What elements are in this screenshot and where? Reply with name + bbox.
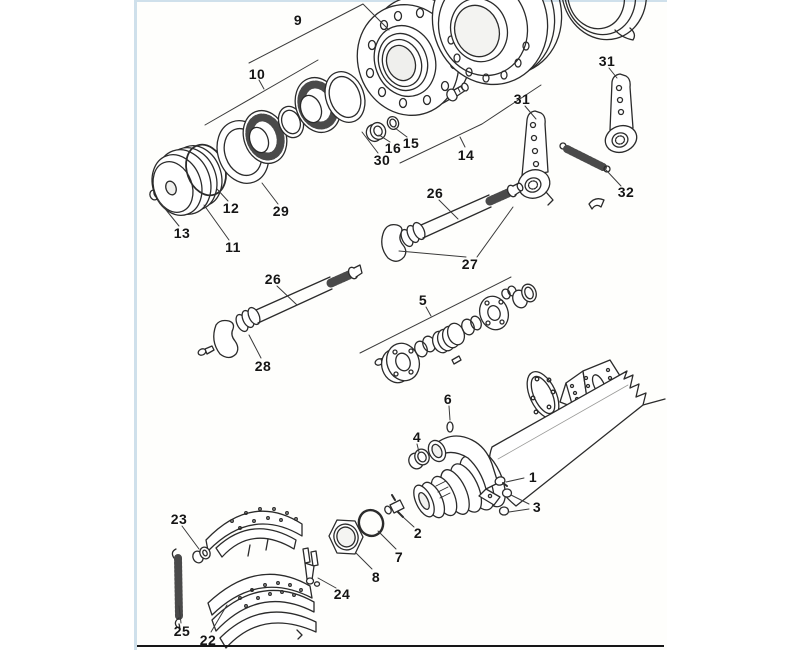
drum-bolt-holes [447,35,530,83]
table-top-border [137,645,664,647]
brake-drum [431,0,563,86]
hub-cap-and-bearings [149,71,400,216]
camshaft-right [381,182,524,262]
leader-lines [157,3,622,633]
wheel-stud [446,82,469,102]
brake-shoes [171,507,321,649]
camshaft-repair-kit [374,283,537,384]
wheel-hub [356,0,472,116]
axle-beam [328,359,666,555]
camshaft-left [197,264,363,359]
slack-adjusters [517,73,638,210]
dust-shield [560,0,648,41]
return-spring [559,142,611,173]
